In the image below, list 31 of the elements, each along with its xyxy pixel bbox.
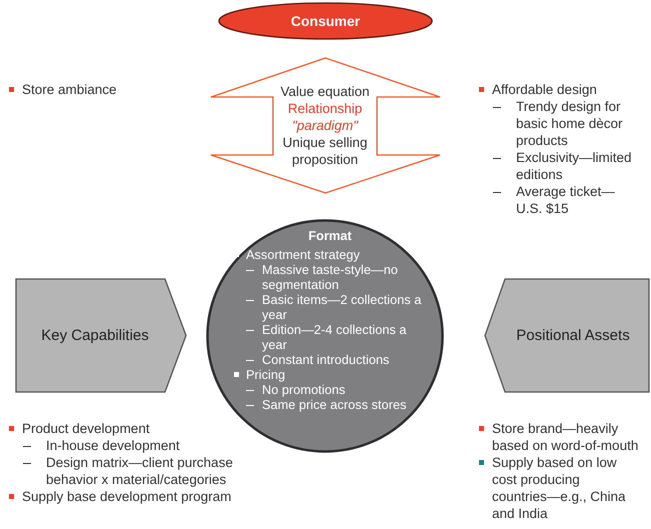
ellipse-node <box>218 2 433 40</box>
chevron-node <box>15 278 187 393</box>
list-item: Product development <box>22 421 150 436</box>
node-text: Value equation <box>279 83 371 100</box>
list-item: Supply based on low cost producing countries—e.g., China and India <box>492 455 626 521</box>
list-item: Same price across stores <box>262 397 408 412</box>
list-item: Edition—2-4 collections a year <box>262 322 408 352</box>
node-title: Format <box>307 228 353 243</box>
list-item: Exclusivity—limited editions <box>516 150 632 182</box>
node-title: Key Capabilities <box>41 327 149 344</box>
list-item: Affordable design <box>492 82 597 97</box>
list-item: Store brand—heavily based on word-of-mouth <box>492 421 638 453</box>
node-text: Unique selling proposition <box>282 134 368 168</box>
circle-node <box>206 219 444 453</box>
list-item: Massive taste-style—no segmentation <box>262 262 399 292</box>
list-item: Design matrix—client purchase behavior x material/categories <box>46 455 233 487</box>
list-item: Average ticket—U.S. $15 <box>516 184 615 216</box>
node-title: Consumer <box>290 13 360 29</box>
list-item: Assortment strategy <box>246 247 361 262</box>
list-item: Supply base development program <box>22 489 232 504</box>
node-title: Positional Assets <box>516 327 630 344</box>
list-item: Pricing <box>246 367 286 382</box>
list-item: In-house development <box>46 438 180 453</box>
list-item: Trendy design for basic home dècor products <box>516 99 623 148</box>
highlight-text: Relationship "paradigm" <box>286 100 364 134</box>
list-item: Constant introductions <box>262 352 390 367</box>
list-item: Store ambiance <box>22 82 117 97</box>
list-item: Basic items—2 collections a year <box>262 292 422 322</box>
list-item: No promotions <box>262 382 346 397</box>
chevron-node <box>484 278 650 393</box>
double-arrow-node <box>210 57 441 194</box>
